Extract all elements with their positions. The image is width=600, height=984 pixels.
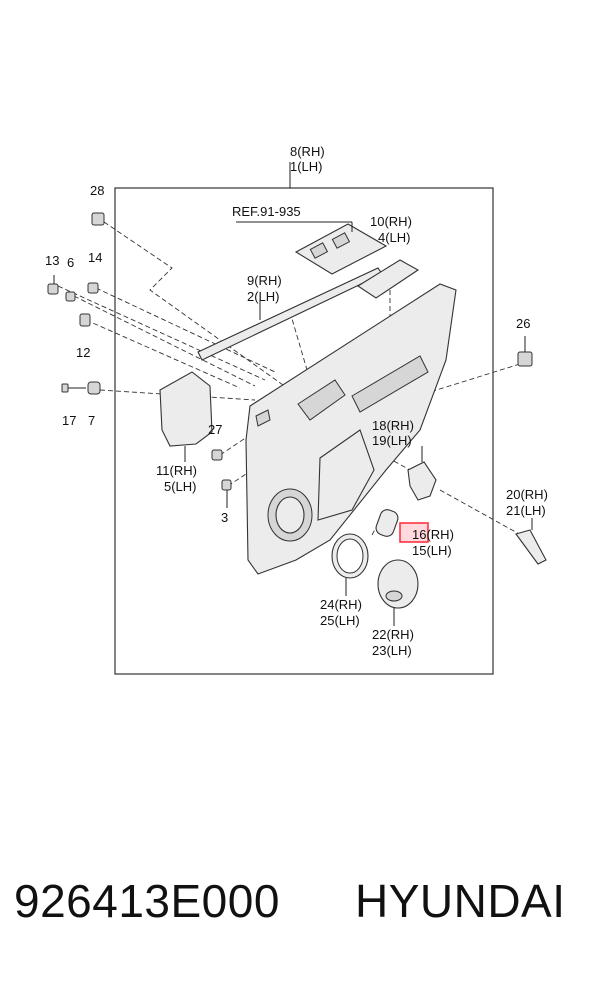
highlight-part-16 <box>399 522 429 543</box>
label-8: 8(RH) <box>290 144 325 159</box>
label-2: 2(LH) <box>247 289 280 304</box>
cover-part-16 <box>375 509 399 537</box>
label-11: 11(RH) <box>156 463 197 478</box>
door-trim-panel <box>245 283 457 575</box>
label-21: 21(LH) <box>506 503 546 518</box>
clip-part-28 <box>91 212 105 226</box>
screw-part-12 <box>79 313 91 327</box>
label-22: 22(RH) <box>372 627 414 642</box>
label-10: 10(RH) <box>370 214 412 229</box>
brand-name: HYUNDAI <box>355 875 566 927</box>
label-28: 28 <box>90 183 104 198</box>
screw-part-14 <box>87 282 99 294</box>
screw-part-27 <box>211 449 223 461</box>
label-1: 1(LH) <box>290 159 323 174</box>
bracket-part-26 <box>517 351 533 367</box>
ref-label: REF.91-935 <box>232 204 301 219</box>
label-7: 7 <box>88 413 95 428</box>
label-23: 23(LH) <box>372 643 412 658</box>
label-16: 16(RH) <box>412 527 454 542</box>
label-17: 17 <box>62 413 76 428</box>
label-27: 27 <box>208 422 222 437</box>
strip-part-20 <box>515 529 547 565</box>
clip-part-3 <box>221 479 232 491</box>
label-25: 25(LH) <box>320 613 360 628</box>
label-13: 13 <box>45 253 59 268</box>
label-14: 14 <box>88 250 102 265</box>
part-labels: 8(RH) 1(LH) 28 13 6 14 12 17 7 REF.91-93… <box>45 144 548 658</box>
label-6: 6 <box>67 255 74 270</box>
label-9: 9(RH) <box>247 273 282 288</box>
bracket-part-11 <box>159 371 213 447</box>
bolt-part-17 <box>61 383 86 393</box>
nut-part-6 <box>65 291 76 302</box>
handle-bracket-part-18 <box>407 461 437 501</box>
diagram-frame <box>114 187 494 675</box>
label-18: 18(RH) <box>372 418 414 433</box>
label-4: 4(LH) <box>378 230 411 245</box>
trim-strip-part-10 <box>356 259 420 299</box>
grommet-part-7 <box>87 381 101 395</box>
label-24: 24(RH) <box>320 597 362 612</box>
label-3: 3 <box>221 510 228 525</box>
label-26: 26 <box>516 316 530 331</box>
label-5: 5(LH) <box>164 479 197 494</box>
label-15: 15(LH) <box>412 543 452 558</box>
label-12: 12 <box>76 345 90 360</box>
switch-panel-ref <box>294 223 388 275</box>
part-number: 926413E000 <box>14 875 280 927</box>
speaker-ring-part-24 <box>331 533 369 579</box>
label-20: 20(RH) <box>506 487 548 502</box>
screw-part-13 <box>47 275 59 295</box>
label-19: 19(LH) <box>372 433 412 448</box>
footer-caption: 926413E000 HYUNDAI <box>0 878 600 948</box>
speaker-grille-part-22 <box>377 559 419 609</box>
